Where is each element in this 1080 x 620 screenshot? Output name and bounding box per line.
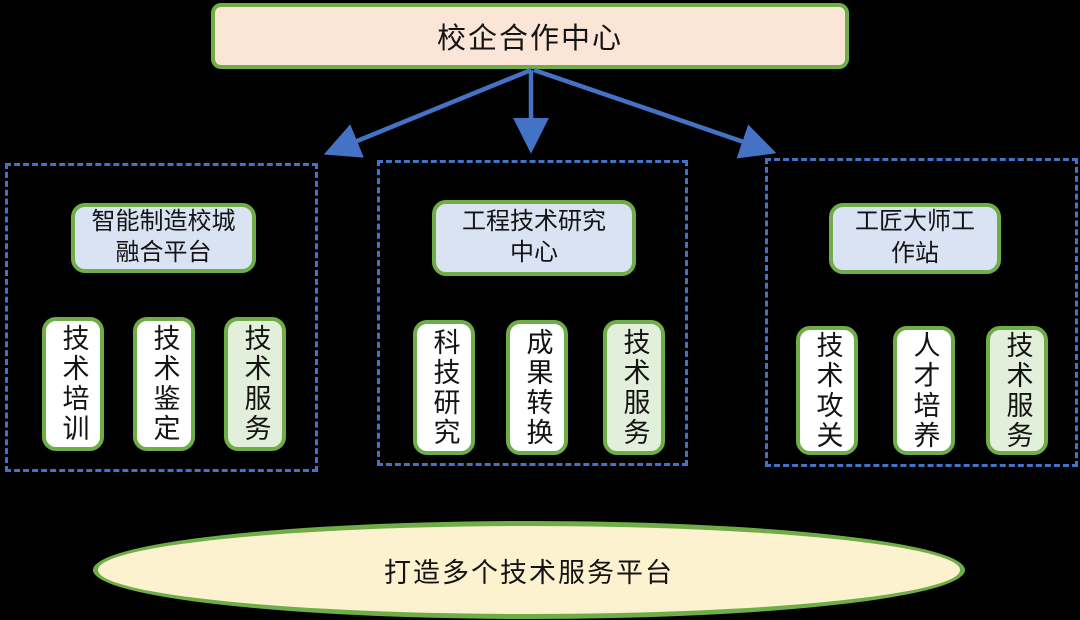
item-node: 技术鉴定 [133,317,195,451]
item-label: 技术培训 [58,324,89,444]
item-node: 成果转换 [506,320,568,455]
group-header: 智能制造校城 融合平台 [71,203,256,273]
group-header-label: 工匠大师工 作站 [855,209,975,267]
item-node: 技术培训 [42,317,104,451]
footer-label: 打造多个技术服务平台 [384,557,674,588]
item-node-highlighted: 技术服务 [603,320,665,455]
arrow-to-left-group [323,67,532,158]
item-label: 技术服务 [240,324,271,444]
item-label: 科技研究 [429,327,460,448]
item-label: 技术服务 [1002,330,1033,451]
group-header-label: 智能制造校城 融合平台 [91,208,236,266]
group-engineering-research-center: 工程技术研究 中心 科技研究 成果转换 技术服务 [377,160,688,466]
group-header: 工程技术研究 中心 [432,200,636,276]
item-node: 人才培养 [893,326,955,455]
root-node: 校企合作中心 [211,3,849,69]
item-node: 科技研究 [413,320,475,455]
group-header-label: 工程技术研究 中心 [462,208,606,266]
item-node: 技术攻关 [796,326,858,455]
item-label: 人才培养 [909,330,940,451]
item-label: 技术鉴定 [149,324,180,444]
item-label: 成果转换 [522,327,553,448]
item-node-highlighted: 技术服务 [224,317,286,451]
root-node-label: 校企合作中心 [436,23,623,55]
arrow-to-right-group [533,67,777,159]
group-header: 工匠大师工 作站 [829,203,1001,274]
item-label: 技术攻关 [812,330,843,451]
item-label: 技术服务 [619,327,650,448]
item-node-highlighted: 技术服务 [986,326,1048,455]
group-master-craftsman-workstation: 工匠大师工 作站 技术攻关 人才培养 技术服务 [765,158,1078,467]
footer-ellipse: 打造多个技术服务平台 [93,521,965,619]
group-smart-manufacturing-platform: 智能制造校城 融合平台 技术培训 技术鉴定 技术服务 [5,163,318,472]
